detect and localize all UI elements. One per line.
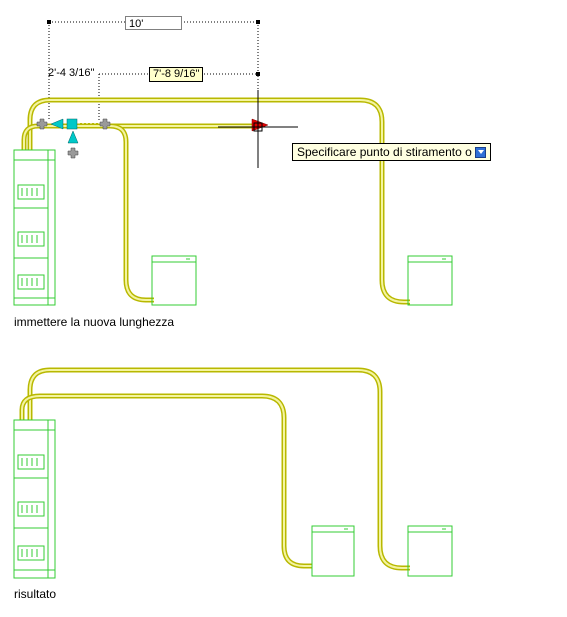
cyan-grip-square[interactable]: [66, 118, 78, 130]
duct-run-outer: [27, 97, 410, 305]
air-handler-unit: [13, 149, 56, 306]
gray-grip[interactable]: [99, 118, 111, 130]
bottom-caption: risultato: [14, 587, 57, 601]
duct-run-inner-result: [19, 393, 312, 569]
terminal-box-1: [151, 255, 197, 306]
dimension-length-input[interactable]: 10': [125, 16, 182, 30]
fan-coil-panel: [17, 274, 45, 290]
terminal-box-2-result: [407, 525, 453, 577]
dropdown-arrow-icon[interactable]: [474, 146, 486, 158]
cyan-grip-left[interactable]: [50, 118, 64, 130]
duct-run-inner: [21, 123, 256, 303]
dim-tick: [256, 72, 260, 76]
command-tooltip: Specificare punto di stiramento o: [292, 143, 491, 161]
dimension-ticks: [47, 20, 260, 76]
dim-tick: [256, 20, 260, 24]
terminal-box-1-result: [311, 525, 355, 577]
gray-grip[interactable]: [67, 147, 79, 159]
dimension-lines: [48, 21, 259, 120]
dim-tick: [47, 20, 51, 24]
top-caption: immettere la nuova lunghezza: [14, 315, 175, 329]
fan-coil-panel: [17, 231, 45, 247]
red-stretch-grip[interactable]: [251, 118, 269, 132]
cyan-grip-down[interactable]: [67, 130, 79, 144]
duct-run-outer-result: [27, 367, 410, 571]
fan-coil-panel: [17, 184, 45, 200]
dimension-left-label: 2'-4 3/16": [48, 67, 95, 79]
grips: [36, 118, 269, 159]
tooltip-text: Specificare punto di stiramento o: [297, 145, 472, 159]
bottom-example: [13, 367, 453, 579]
dimension-right-box[interactable]: 7'-8 9/16": [149, 67, 204, 82]
crosshair-cursor: [220, 90, 298, 168]
terminal-box-2: [407, 255, 453, 306]
air-handler-unit-result: [13, 419, 56, 579]
gray-grip[interactable]: [36, 118, 48, 130]
top-example: [13, 20, 453, 306]
